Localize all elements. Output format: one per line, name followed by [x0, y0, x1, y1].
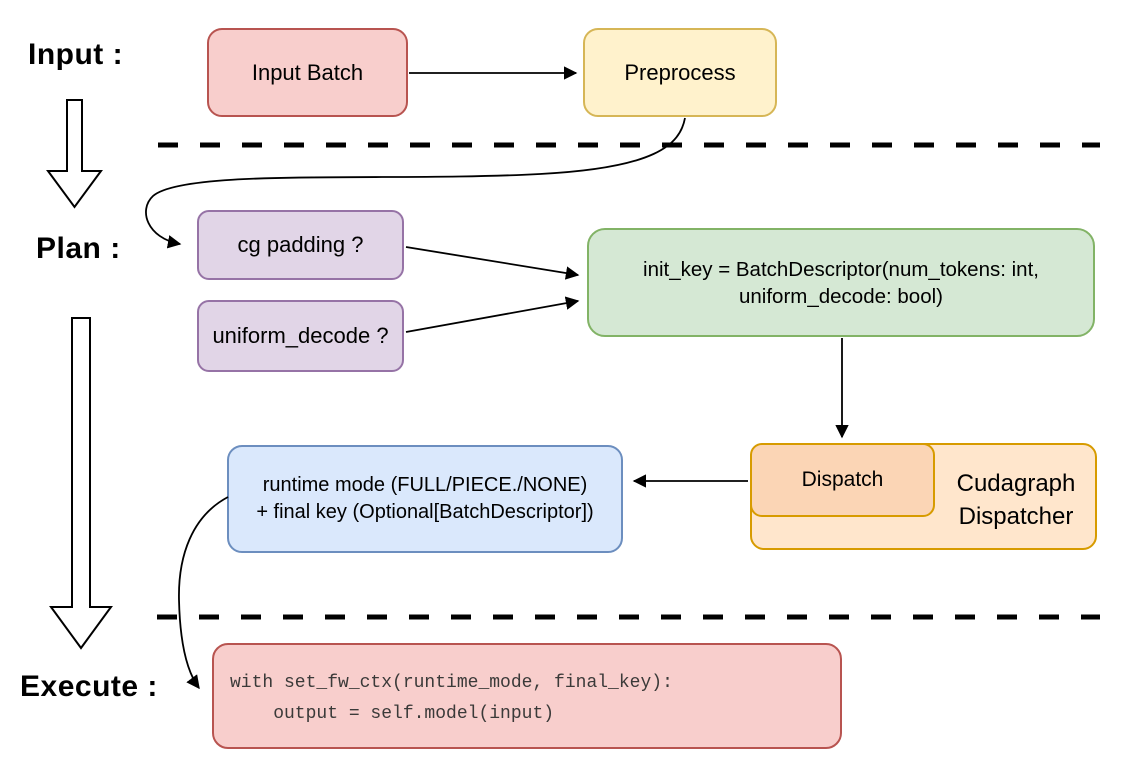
node-input-batch-label: Input Batch [251, 59, 364, 85]
node-execute-code: with set_fw_ctx(runtime_mode, final_key)… [212, 643, 842, 749]
stage-label-input: Input : [28, 38, 124, 71]
node-runtime-mode: runtime mode (FULL/PIECE./NONE) + final … [227, 445, 623, 553]
execute-code-line1: with set_fw_ctx(runtime_mode, final_key)… [230, 673, 673, 693]
arrow-cg-padding-to-init-key [405, 246, 580, 280]
hollow-arrow-plan-to-execute-icon [49, 317, 113, 650]
hollow-arrow-input-to-plan-icon [46, 99, 103, 209]
stage-label-plan: Plan : [36, 232, 121, 265]
node-uniform-decode: uniform_decode ? [197, 300, 404, 372]
node-init-key-line2: uniform_decode: bool) [739, 284, 943, 308]
arrow-uniform-decode-to-init-key [405, 296, 580, 333]
node-preprocess: Preprocess [583, 28, 777, 117]
node-cg-padding-label: cg padding ? [237, 232, 364, 257]
node-cg-padding: cg padding ? [197, 210, 404, 280]
node-preprocess-label: Preprocess [624, 59, 736, 85]
node-init-key-line1: init_key = BatchDescriptor(num_tokens: i… [643, 257, 1039, 281]
node-runtime-mode-line1: runtime mode (FULL/PIECE./NONE) [262, 474, 588, 496]
stage-label-execute: Execute : [20, 670, 158, 703]
execute-code-line2: output = self.model(input) [230, 704, 555, 724]
node-uniform-decode-label: uniform_decode ? [212, 323, 389, 348]
node-runtime-mode-line2: + final key (Optional[BatchDescriptor]) [256, 501, 594, 523]
node-dispatch-label: Dispatch [801, 468, 884, 491]
node-init-key: init_key = BatchDescriptor(num_tokens: i… [587, 228, 1095, 337]
node-input-batch: Input Batch [207, 28, 408, 117]
node-dispatch: Dispatch [750, 443, 935, 517]
node-cudagraph-dispatcher-label: Cudagraph Dispatcher [956, 469, 1076, 530]
